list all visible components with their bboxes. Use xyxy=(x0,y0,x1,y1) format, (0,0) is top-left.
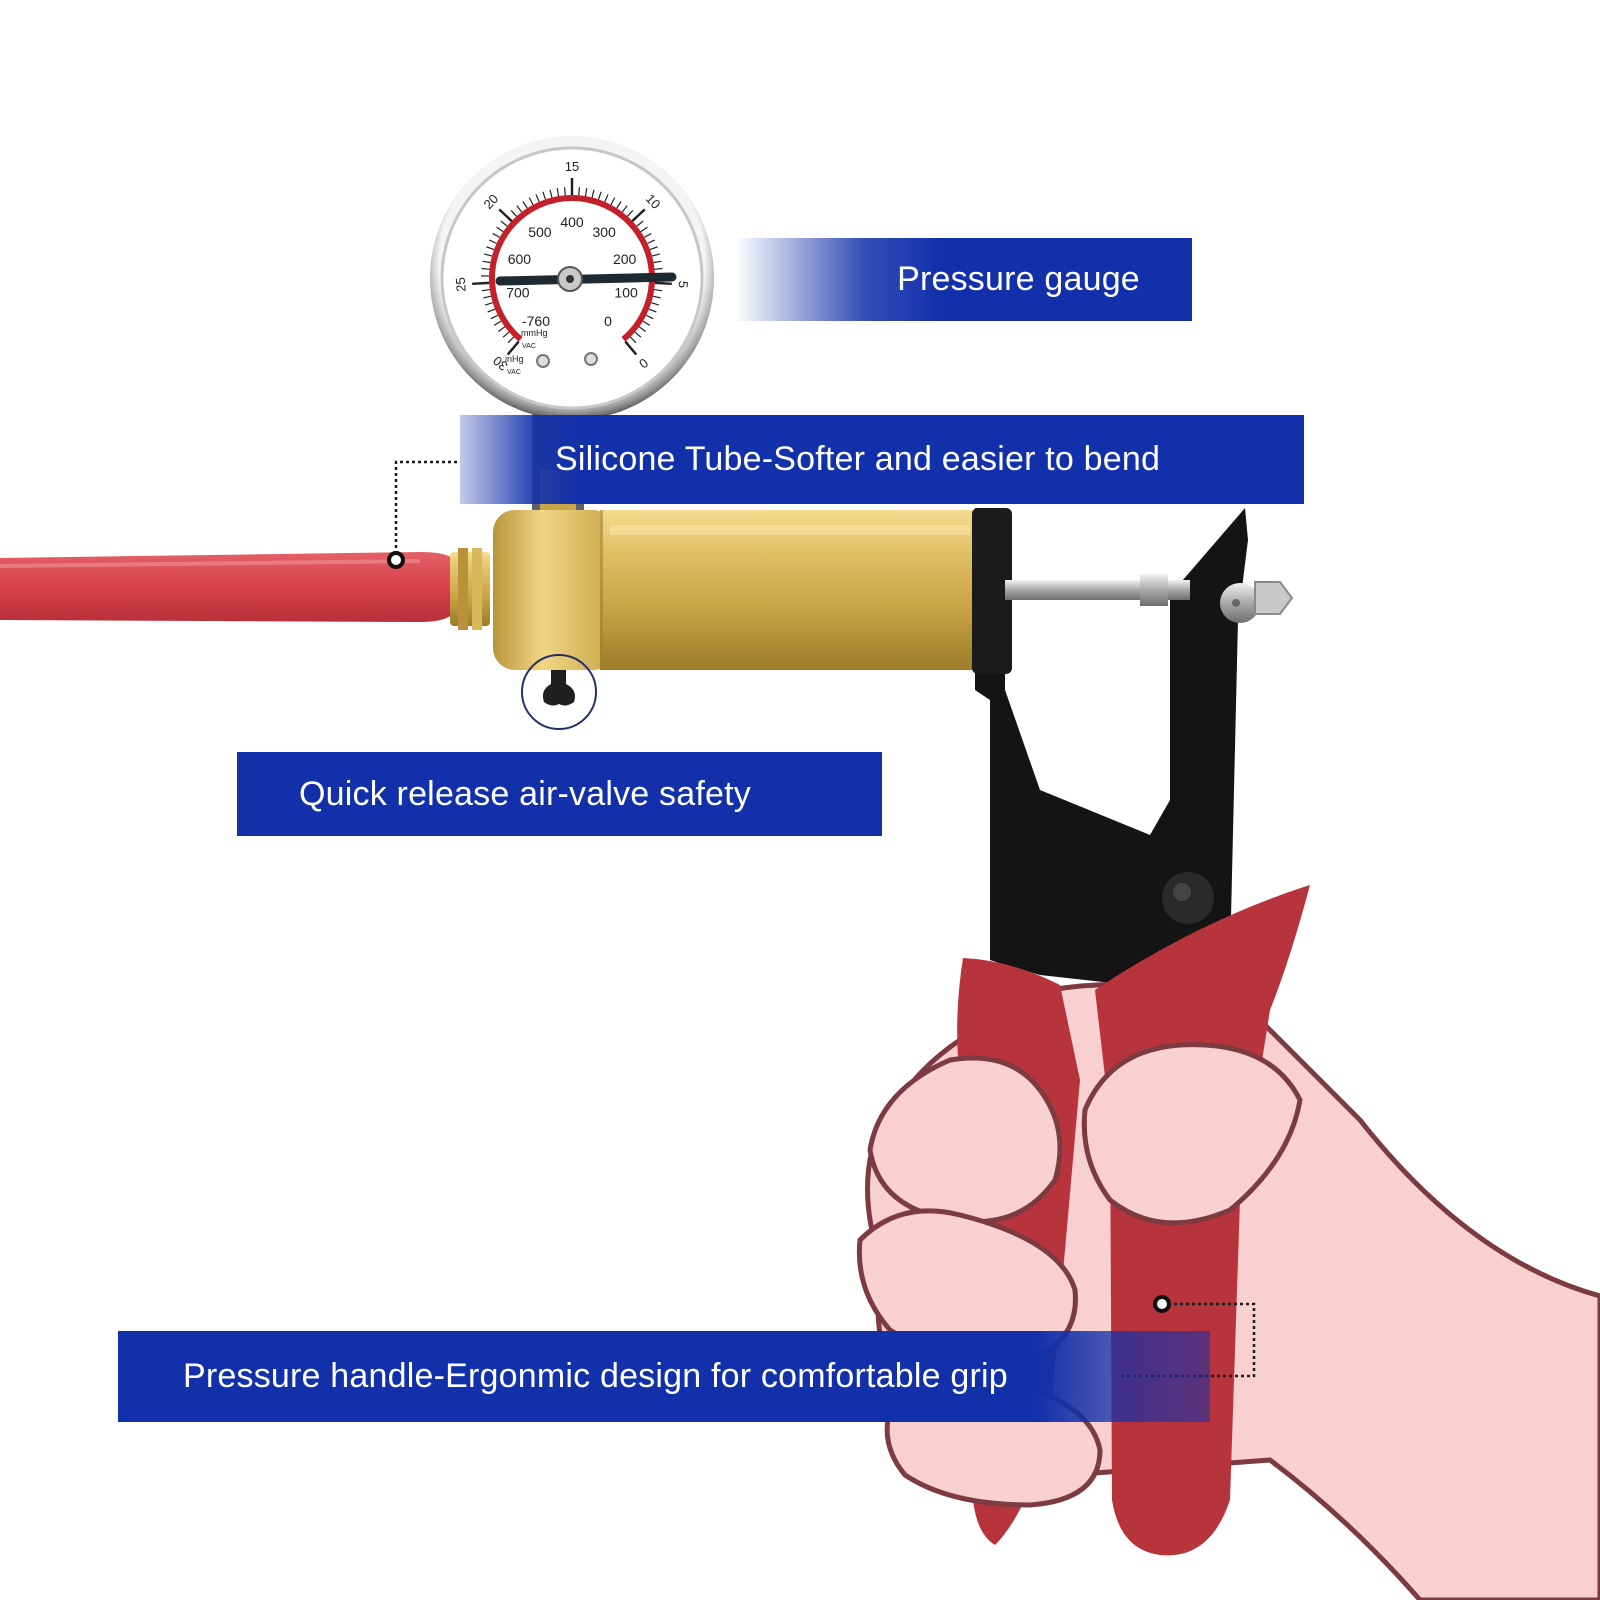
gauge-tick xyxy=(642,320,651,326)
label-pressure-gauge: Pressure gauge xyxy=(735,238,1192,321)
callout-dot-icon xyxy=(387,551,405,569)
gauge-tick xyxy=(654,281,672,286)
gauge-tick xyxy=(483,295,492,299)
gauge-tick xyxy=(489,239,497,244)
gauge-inner-label: 0 xyxy=(604,313,612,329)
gauge-tick xyxy=(484,302,493,306)
gauge-outer-label: 15 xyxy=(565,159,579,174)
gauge-tick xyxy=(638,326,646,332)
gauge-tick xyxy=(624,340,638,356)
label-quick-release-text: Quick release air-valve safety xyxy=(299,774,751,813)
gauge-tick xyxy=(535,194,540,203)
gauge-tick xyxy=(652,295,661,299)
gauge-inner-label: -760 xyxy=(522,313,550,329)
gauge-tick xyxy=(506,340,520,356)
gauge-tick xyxy=(510,209,517,217)
gauge-tick xyxy=(490,314,499,320)
gauge-tick xyxy=(604,194,609,203)
gauge-tick xyxy=(584,188,588,197)
brass-connector xyxy=(450,548,490,630)
gauge-tick xyxy=(542,191,547,200)
gauge-tick xyxy=(516,205,523,213)
gauge-tick xyxy=(654,267,663,270)
pump-frame xyxy=(972,508,1248,985)
gauge-tick xyxy=(492,232,500,238)
gauge-tick xyxy=(653,260,662,264)
gauge-inner-label: 500 xyxy=(528,224,552,240)
gauge-tick xyxy=(528,197,534,205)
label-pressure-handle-text: Pressure handle-Ergonmic design for comf… xyxy=(183,1357,1008,1395)
gauge-tick xyxy=(597,191,602,200)
gauge-tick xyxy=(484,253,493,257)
gauge-tick xyxy=(616,201,622,209)
gauge-inner-label: 600 xyxy=(508,251,532,267)
callout-dot-icon xyxy=(1153,1295,1171,1313)
gauge-unit-mmhg-vac: VAC xyxy=(522,343,536,350)
silicone-hose xyxy=(0,552,454,622)
gauge-tick xyxy=(500,220,508,227)
gauge-tick xyxy=(610,197,616,205)
label-quick-release: Quick release air-valve safety xyxy=(237,752,882,836)
gauge-tick xyxy=(644,232,652,238)
valve-knob-icon xyxy=(542,670,575,706)
gauge-tick xyxy=(507,336,515,344)
gauge-tick xyxy=(498,326,506,332)
gauge-tick xyxy=(563,187,566,196)
gauge-tick xyxy=(651,253,660,257)
gauge-unit-inhg: inHg xyxy=(505,354,524,364)
gauge-tick xyxy=(648,308,657,313)
gauge-tick xyxy=(629,336,637,344)
gauge-tick xyxy=(631,208,646,222)
label-silicone-tube-text: Silicone Tube-Softer and easier to bend xyxy=(555,440,1161,478)
gauge-tick xyxy=(636,220,644,227)
gauge-unit-mmhg: mmHg xyxy=(521,328,548,338)
gauge-outer-label: 25 xyxy=(453,277,469,292)
air-valve xyxy=(521,654,597,730)
gauge-tick xyxy=(481,267,490,270)
gauge-tick xyxy=(549,189,553,198)
gauge-tick xyxy=(487,308,496,313)
gauge-tick xyxy=(647,239,655,244)
gauge-outer-label: 5 xyxy=(676,280,691,288)
gauge-tick xyxy=(522,201,528,209)
gauge-tick xyxy=(482,260,491,264)
gauge-tick xyxy=(621,205,628,213)
piston-rod xyxy=(1005,574,1294,623)
gauge-tick xyxy=(496,226,504,233)
gauge-tick xyxy=(627,209,634,217)
gauge-tick xyxy=(649,246,658,251)
label-pressure-gauge-text: Pressure gauge xyxy=(897,260,1140,298)
gauge-tick xyxy=(654,288,663,292)
gauge-inner-label: 400 xyxy=(560,214,584,230)
gauge-tick xyxy=(645,314,654,320)
gauge-tick xyxy=(556,188,560,197)
label-silicone-tube: Silicone Tube-Softer and easier to bend xyxy=(460,415,1304,504)
gauge-inner-label: 700 xyxy=(506,284,530,300)
gauge-tick xyxy=(481,288,490,292)
gauge-tick xyxy=(472,281,490,286)
label-pressure-handle: Pressure handle-Ergonmic design for comf… xyxy=(118,1331,1210,1422)
gauge-tick xyxy=(651,302,660,306)
gauge-unit-inhg-vac: VAC xyxy=(507,369,521,376)
gauge-tick xyxy=(640,226,648,233)
gauge-tick xyxy=(486,246,495,251)
gauge-inner-label: 100 xyxy=(614,284,638,300)
brass-cylinder xyxy=(493,510,985,670)
gauge-tick xyxy=(634,331,642,338)
gauge-tick xyxy=(502,331,510,338)
gauge-tick xyxy=(578,187,581,196)
gauge-tick xyxy=(591,189,595,198)
gauge-tick xyxy=(498,208,513,222)
hand-with-grips xyxy=(856,885,1600,1600)
gauge-tick xyxy=(493,320,502,326)
gauge-inner-label: 200 xyxy=(613,251,637,267)
gauge-inner-label: 300 xyxy=(592,224,616,240)
